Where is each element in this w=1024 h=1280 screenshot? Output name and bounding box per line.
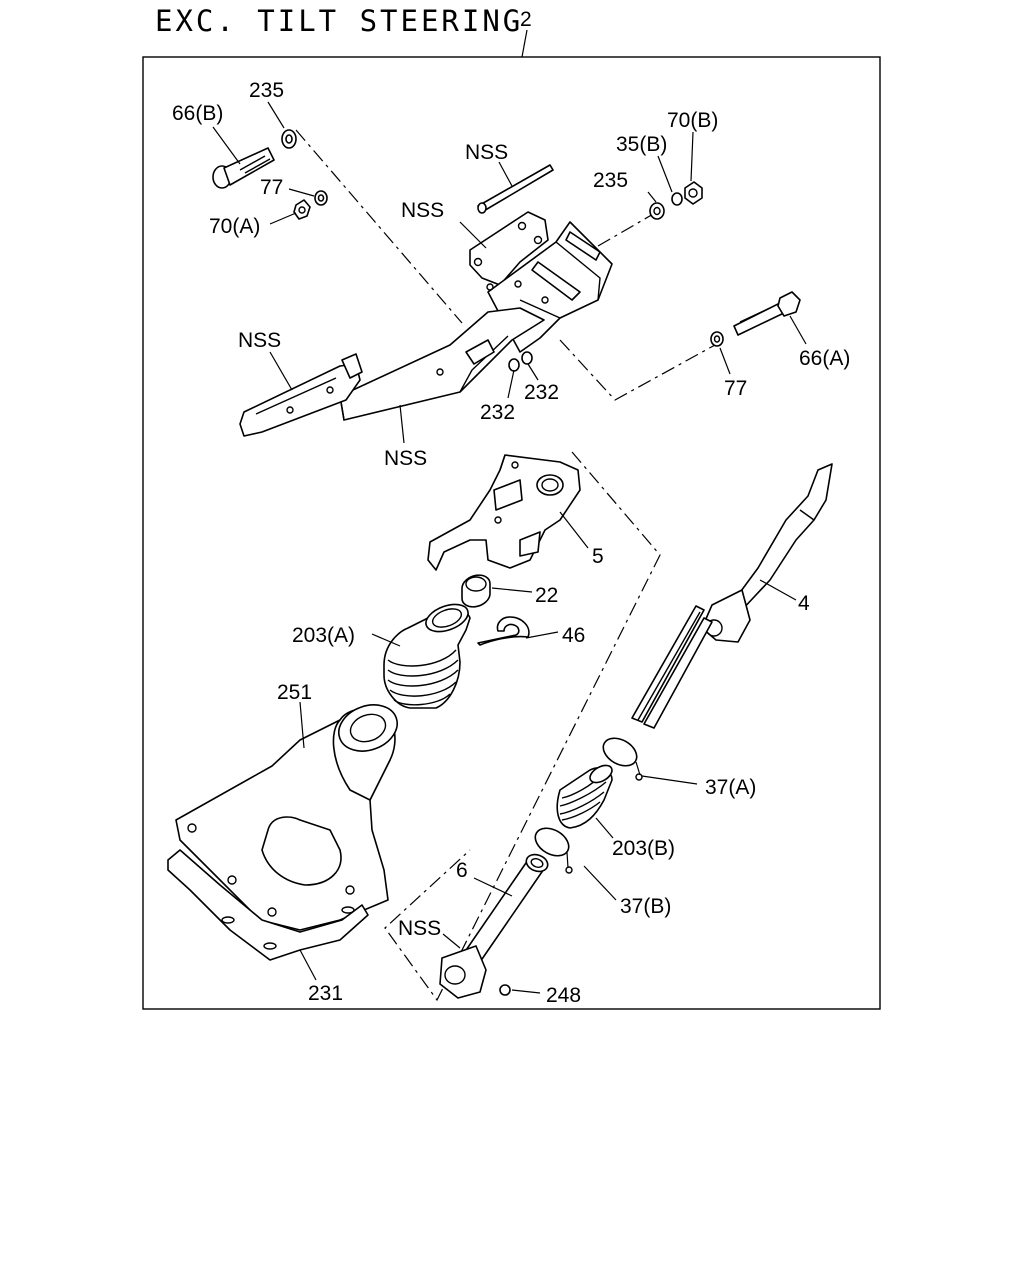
label-nss-shaft: NSS xyxy=(398,917,442,940)
lower-tube-6 xyxy=(439,853,549,999)
label-203a: 203(A) xyxy=(292,624,356,647)
leader-lines xyxy=(212,101,807,994)
bushing-22 xyxy=(461,574,491,608)
label-nss-bottom: NSS xyxy=(384,447,428,470)
nuts-232 xyxy=(508,351,533,372)
bolt-66a xyxy=(710,291,801,347)
label-nss-rod: NSS xyxy=(465,141,509,164)
label-231: 231 xyxy=(308,982,344,1005)
long-bracket-nss xyxy=(339,307,545,421)
shift-boot-251 xyxy=(175,704,398,931)
label-assembly-2: 2 xyxy=(520,8,532,31)
gasket-231 xyxy=(167,849,369,961)
boot-203a xyxy=(383,603,471,709)
bolt-66b xyxy=(212,129,297,189)
label-232-a: 232 xyxy=(524,381,560,404)
nut-70a xyxy=(293,190,328,220)
label-22: 22 xyxy=(535,584,559,607)
label-203b: 203(B) xyxy=(612,837,676,860)
label-77-top: 77 xyxy=(260,176,284,199)
steering-shaft-4 xyxy=(631,463,833,729)
label-251: 251 xyxy=(277,681,313,704)
label-70b: 70(B) xyxy=(667,109,719,132)
ring-37b xyxy=(534,827,573,874)
label-70a: 70(A) xyxy=(209,215,261,238)
boot-203b xyxy=(556,764,613,829)
label-46: 46 xyxy=(562,624,586,647)
assembly-leader xyxy=(521,29,528,58)
clip-46 xyxy=(477,616,530,646)
label-248: 248 xyxy=(546,984,582,1007)
assembly-frame xyxy=(142,56,881,1010)
label-nss-bracket: NSS xyxy=(401,199,445,222)
label-232-b: 232 xyxy=(480,401,516,424)
label-37a: 37(A) xyxy=(705,776,757,799)
label-235-top: 235 xyxy=(249,79,285,102)
label-37b: 37(B) xyxy=(620,895,672,918)
rod-nss xyxy=(477,164,554,214)
right-hardware xyxy=(649,181,703,220)
diagram-title: EXC. TILT STEERING xyxy=(155,4,524,38)
label-235-right: 235 xyxy=(593,169,629,192)
label-6: 6 xyxy=(456,859,468,882)
ring-37a xyxy=(602,737,643,781)
label-5: 5 xyxy=(592,545,604,568)
alignment-lines xyxy=(295,129,716,1002)
label-4: 4 xyxy=(798,592,810,615)
label-nss-left: NSS xyxy=(238,329,282,352)
column-housing-5 xyxy=(427,454,581,571)
label-35b: 35(B) xyxy=(616,133,668,156)
label-66b: 66(B) xyxy=(172,102,224,125)
label-77-right: 77 xyxy=(724,377,748,400)
label-66a: 66(A) xyxy=(799,347,851,370)
end-bracket-nss xyxy=(239,353,363,437)
